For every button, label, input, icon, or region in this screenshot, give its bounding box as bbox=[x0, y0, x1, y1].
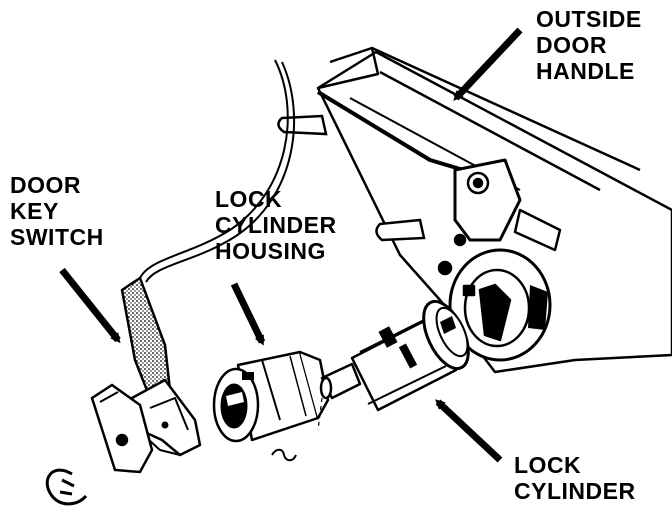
label-door-key-switch: DOOR KEY SWITCH bbox=[10, 172, 104, 250]
arrow-outside-door-handle bbox=[453, 27, 523, 101]
label-line: HOUSING bbox=[215, 238, 326, 264]
label-line: KEY bbox=[10, 198, 59, 224]
label-line: OUTSIDE bbox=[536, 6, 642, 32]
label-line: CYLINDER bbox=[514, 478, 636, 504]
label-line: LOCK bbox=[215, 186, 283, 212]
door-key-switch bbox=[120, 59, 296, 457]
retaining-plate bbox=[90, 383, 154, 474]
label-line: HANDLE bbox=[536, 58, 635, 84]
label-line: DOOR bbox=[536, 32, 607, 58]
arrow-lock-cylinder-housing bbox=[230, 282, 266, 346]
arrow-lock-cylinder bbox=[435, 399, 503, 463]
cylinder-spring bbox=[271, 448, 297, 462]
alignment-lines bbox=[317, 397, 323, 431]
lock-cylinder bbox=[319, 299, 470, 412]
label-line: CYLINDER bbox=[215, 212, 337, 238]
arrow-door-key-switch bbox=[59, 267, 121, 344]
outside-door-handle bbox=[316, 46, 672, 374]
label-lock-cylinder: LOCK CYLINDER bbox=[514, 452, 636, 504]
label-outside-door-handle: OUTSIDE DOOR HANDLE bbox=[536, 6, 642, 84]
callout-arrows bbox=[59, 27, 523, 463]
lock-cylinder-housing bbox=[212, 350, 330, 443]
label-lock-cylinder-housing: LOCK CYLINDER HOUSING bbox=[215, 186, 337, 264]
label-line: LOCK bbox=[514, 452, 582, 478]
retaining-clip bbox=[45, 468, 88, 506]
label-line: DOOR bbox=[10, 172, 81, 198]
mounting-studs bbox=[277, 114, 426, 242]
label-line: SWITCH bbox=[10, 224, 104, 250]
